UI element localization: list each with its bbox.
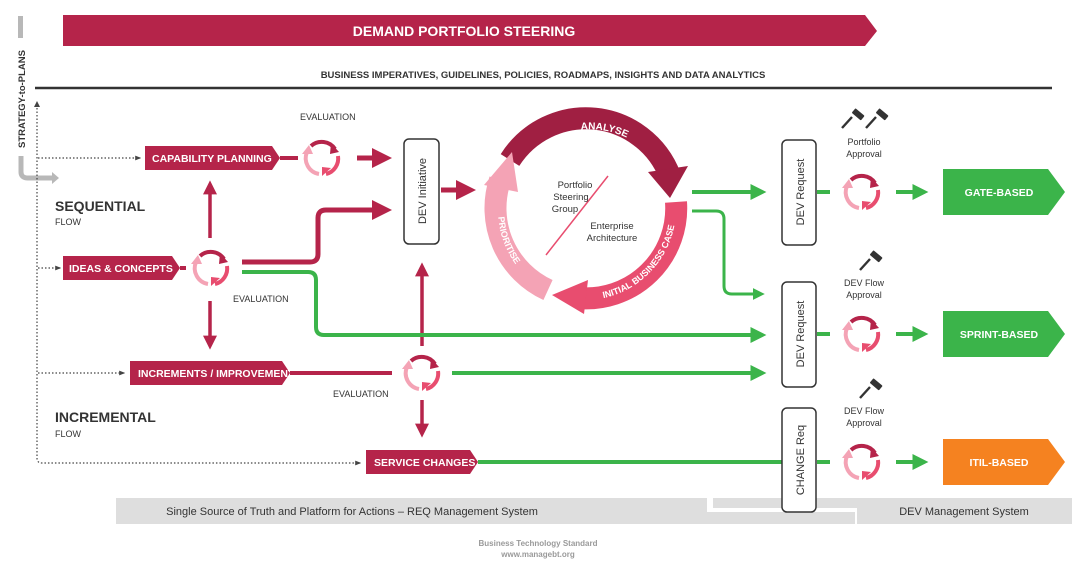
prioritise-arc xyxy=(484,176,553,300)
strategy-vertical-label: STRATEGY-to-PLANS xyxy=(17,50,28,148)
ideas-concepts-tag[interactable]: IDEAS & CONCEPTS xyxy=(63,256,180,280)
service-changes-tag[interactable]: SERVICE CHANGES xyxy=(366,450,478,474)
business-case-arrowhead xyxy=(552,280,588,314)
analyse-arrowhead xyxy=(648,166,688,198)
dev-flow-approval-1-line1: DEV Flow xyxy=(844,278,885,288)
dotted-spine-top-arrow xyxy=(34,101,40,107)
itil-based-label: ITIL-BASED xyxy=(970,457,1029,469)
dotted-spine xyxy=(36,108,362,466)
sequential-flow-sub: FLOW xyxy=(55,217,82,227)
service-changes-label: SERVICE CHANGES xyxy=(374,457,475,469)
increments-improvements-label: INCREMENTS / IMPROVEMENTS xyxy=(138,368,301,380)
capability-planning-tag[interactable]: CAPABILITY PLANNING xyxy=(145,146,280,170)
portfolio-approval-line1: Portfolio xyxy=(847,137,880,147)
dev-flow-approval-1-line2: Approval xyxy=(846,290,882,300)
approval-cycle-portfolio xyxy=(840,173,881,212)
strategy-gray-arrow xyxy=(18,156,52,181)
service-changes-shape xyxy=(366,450,478,474)
ideas-to-devrequest2-green xyxy=(242,270,767,343)
dev-request-box-2[interactable]: DEV Request xyxy=(781,281,817,388)
change-req-label: CHANGE Req xyxy=(795,425,807,495)
evaluation-label-capability: EVALUATION xyxy=(300,112,356,122)
business-case-arc xyxy=(577,201,688,310)
approval-cycle-dev-flow-1 xyxy=(840,315,881,354)
gate-based-shape xyxy=(943,169,1065,215)
capability-planning-shape xyxy=(145,146,280,170)
incremental-flow-sub: FLOW xyxy=(55,429,82,439)
prioritise-arrowhead xyxy=(484,152,518,192)
incremental-flow-title: INCREMENTAL xyxy=(55,409,156,425)
strategy-bar-top xyxy=(18,16,23,38)
sequential-flow-title: SEQUENTIAL xyxy=(55,198,146,214)
ideas-concepts-shape xyxy=(63,256,180,280)
ideas-concepts-label: IDEAS & CONCEPTS xyxy=(69,263,173,275)
sprint-based-label: SPRINT-BASED xyxy=(960,329,1039,341)
gavel-icon xyxy=(858,376,884,400)
req-system-label: Single Source of Truth and Platform for … xyxy=(166,506,538,518)
approval-cycle-dev-flow-2 xyxy=(840,443,881,482)
increments-improvements-shape xyxy=(130,361,290,385)
dev-flow-approval-2-line1: DEV Flow xyxy=(844,406,885,416)
dev-initiative-label: DEV Initiative xyxy=(417,158,429,224)
dev-system-label: DEV Management System xyxy=(899,506,1029,518)
dev-initiative-frame xyxy=(403,138,440,245)
dev-initiative-box[interactable]: DEV Initiative xyxy=(403,138,440,245)
itil-based-output[interactable]: ITIL-BASED xyxy=(943,439,1065,485)
change-req-box[interactable]: CHANGE Req xyxy=(781,407,817,513)
header-banner: DEMAND PORTFOLIO STEERING xyxy=(63,15,877,46)
req-system-band xyxy=(116,498,855,524)
cycle-to-devrequest2-branch-green xyxy=(692,209,765,300)
dev-request-2-label: DEV Request xyxy=(795,301,807,368)
analyse-arc xyxy=(500,107,681,181)
evaluation-cycle-ideas xyxy=(189,249,230,288)
dev-request-box-1[interactable]: DEV Request xyxy=(781,139,817,246)
dev-request-1-label: DEV Request xyxy=(795,159,807,226)
capability-planning-label: CAPABILITY PLANNING xyxy=(152,153,272,165)
dev-flow-approval-2-line2: Approval xyxy=(846,418,882,428)
portfolio-steering-group-line2: Steering xyxy=(553,192,588,203)
evaluation-label-increments: EVALUATION xyxy=(333,389,389,399)
evaluation-cycle-capability xyxy=(300,139,341,178)
dev-request-2-frame xyxy=(781,281,817,388)
increments-improvements-tag[interactable]: INCREMENTS / IMPROVEMENTS xyxy=(130,361,301,385)
gate-based-output[interactable]: GATE-BASED xyxy=(943,169,1065,215)
gavel-icon xyxy=(864,106,890,130)
steering-cycle: ANALYSE INITIAL BUSINESS CASE PRIORITISE… xyxy=(484,107,688,314)
footer-line1: Business Technology Standard xyxy=(479,539,598,548)
footer-line2[interactable]: www.managebt.org xyxy=(500,550,575,559)
cycle-divider xyxy=(545,175,609,256)
enterprise-architecture-line1: Enterprise xyxy=(590,221,633,232)
sprint-based-shape xyxy=(943,311,1065,357)
strategy-gray-arrow-head xyxy=(52,172,59,184)
evaluation-label-ideas: EVALUATION xyxy=(233,294,289,304)
dev-request-1-frame xyxy=(781,139,817,246)
evaluation-cycle-increments xyxy=(400,354,441,393)
change-req-frame xyxy=(781,407,817,513)
portfolio-approval-line2: Approval xyxy=(846,149,882,159)
gavel-icon xyxy=(840,106,866,130)
sprint-based-output[interactable]: SPRINT-BASED xyxy=(943,311,1065,357)
ideas-to-initiative-arrow xyxy=(242,200,392,265)
portfolio-steering-group-line1: Portfolio xyxy=(558,180,593,191)
portfolio-steering-group-line3: Group xyxy=(552,204,578,215)
header-subtitle: BUSINESS IMPERATIVES, GUIDELINES, POLICI… xyxy=(321,70,766,81)
enterprise-architecture-line2: Architecture xyxy=(587,233,638,244)
gate-based-label: GATE-BASED xyxy=(965,187,1034,199)
gavel-icon xyxy=(858,248,884,272)
banner-title: DEMAND PORTFOLIO STEERING xyxy=(353,23,576,39)
itil-based-shape xyxy=(943,439,1065,485)
banner-arrow-shape xyxy=(63,15,877,46)
